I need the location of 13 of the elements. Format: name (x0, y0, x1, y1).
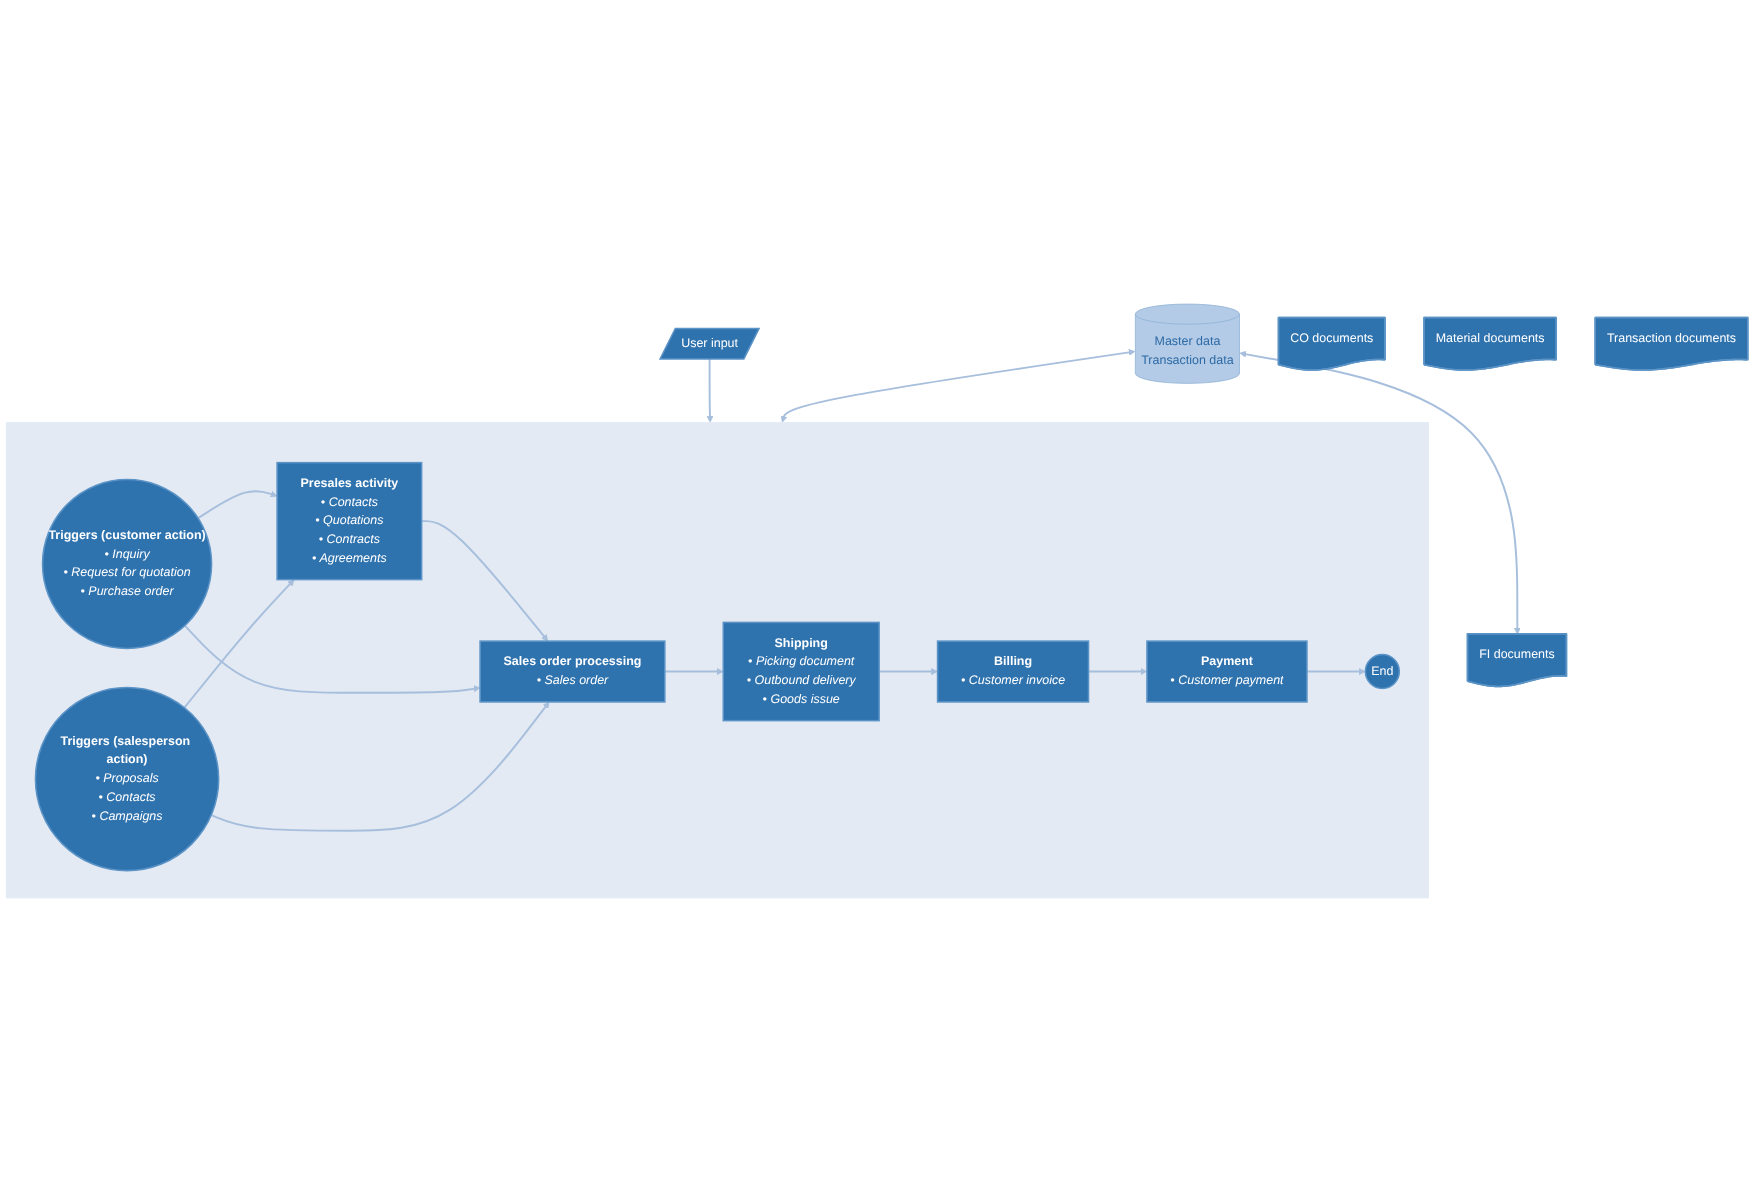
arrow (210, 701, 550, 832)
arrow (183, 624, 481, 694)
arrow (663, 668, 724, 675)
arrow (183, 579, 295, 709)
arrow (197, 490, 278, 520)
arrow (1239, 350, 1521, 635)
arrow (706, 357, 714, 423)
cluster (5, 421, 1429, 899)
arrow (1305, 668, 1366, 675)
arrow (878, 668, 938, 675)
arrow (1087, 668, 1148, 675)
arrow (780, 349, 1136, 423)
arrow (420, 520, 549, 642)
